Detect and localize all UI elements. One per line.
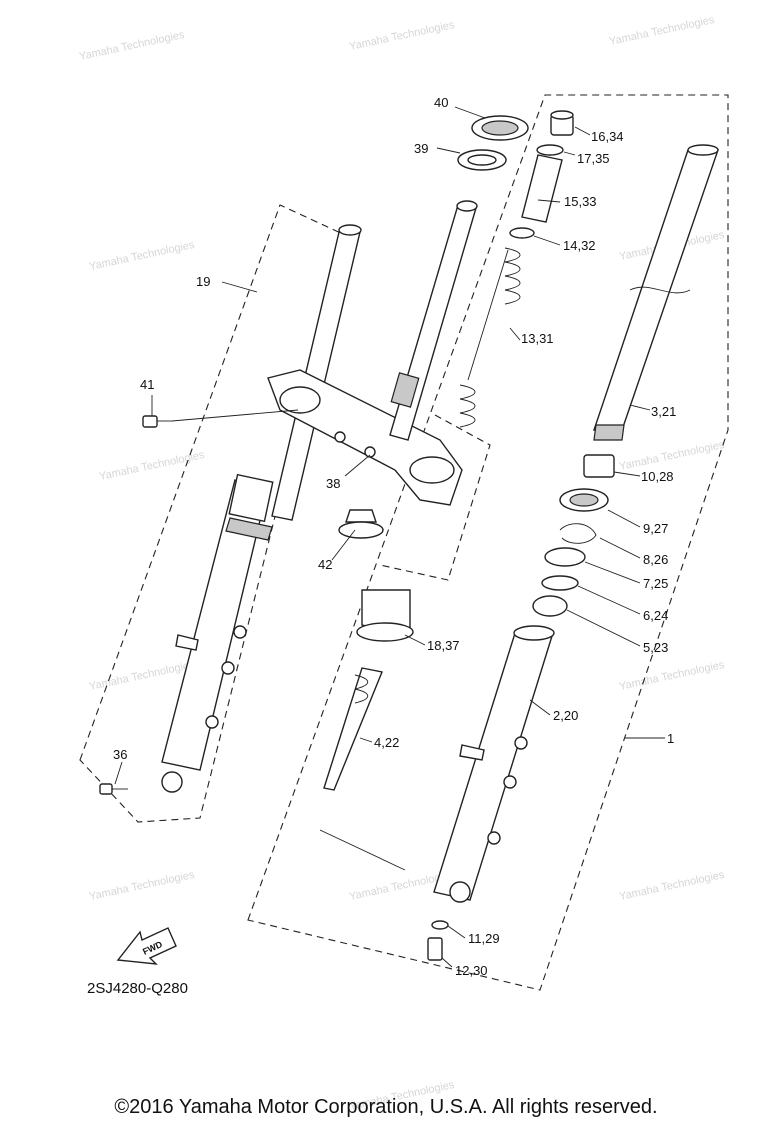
copyright-notice: ©2016 Yamaha Motor Corporation, U.S.A. A… [114, 1096, 658, 1118]
diagram-code: 2SJ4280-Q280 [87, 980, 188, 997]
callout-8-26: 8,26 [643, 552, 668, 567]
watermark: Yamaha Technologies [618, 659, 726, 693]
watermark: Yamaha Technologies [88, 239, 196, 273]
fwd-arrow-icon: FWD [116, 927, 177, 965]
assembly-outline-inner [379, 414, 491, 581]
outer-tube-right [433, 625, 555, 903]
callout-11-29: 11,29 [468, 931, 500, 946]
callout-labels: 40 16,34 39 17,35 15,33 14,32 19 13,31 4… [113, 95, 676, 978]
callout-9-27: 9,27 [643, 521, 668, 536]
callout-38: 38 [326, 476, 340, 491]
fork-top-parts [509, 110, 574, 239]
bolt-41 [142, 415, 172, 428]
callout-3-21: 3,21 [651, 404, 676, 419]
callout-12-30: 12,30 [455, 963, 488, 978]
callout-2-20: 2,20 [553, 708, 578, 723]
watermark: Yamaha Technologies [88, 869, 196, 903]
callout-1: 1 [667, 731, 674, 746]
callout-6-24: 6,24 [643, 608, 668, 623]
watermark: Yamaha Technologies [618, 869, 726, 903]
callout-15-33: 15,33 [564, 194, 597, 209]
left-fork-assembly [161, 224, 362, 793]
callout-13-31: 13,31 [521, 331, 554, 346]
watermark: Yamaha Technologies [348, 19, 456, 53]
callout-18-37: 18,37 [427, 638, 460, 653]
assembly-outline-19 [79, 204, 346, 823]
callout-5-23: 5,23 [643, 640, 668, 655]
steering-bearing [457, 115, 529, 171]
assembly-outline-1 [247, 94, 729, 991]
watermark-layer: Yamaha Technologies Yamaha Technologies … [78, 14, 726, 1113]
watermark: Yamaha Technologies [608, 14, 716, 48]
callout-41: 41 [140, 377, 154, 392]
callout-14-32: 14,32 [563, 238, 596, 253]
callout-36: 36 [113, 747, 127, 762]
inner-tube-right [593, 144, 719, 441]
damper-rod [319, 589, 414, 871]
leader-lines [114, 106, 665, 968]
steering-stem-assembly [267, 200, 478, 506]
watermark: Yamaha Technologies [78, 29, 186, 63]
fork-spring [459, 247, 521, 428]
callout-19: 19 [196, 274, 210, 289]
watermark: Yamaha Technologies [88, 659, 196, 693]
callout-16-34: 16,34 [591, 129, 624, 144]
callout-7-25: 7,25 [643, 576, 668, 591]
callout-40: 40 [434, 95, 448, 110]
bolt-12-30 [427, 920, 449, 961]
callout-39: 39 [414, 141, 428, 156]
fork-seal-stack [532, 454, 615, 617]
callout-10-28: 10,28 [641, 469, 674, 484]
callout-4-22: 4,22 [374, 735, 399, 750]
callout-42: 42 [318, 557, 332, 572]
callout-17-35: 17,35 [577, 151, 610, 166]
watermark: Yamaha Technologies [618, 439, 726, 473]
bolt-42 [338, 509, 384, 539]
bolt-36 [99, 783, 128, 795]
